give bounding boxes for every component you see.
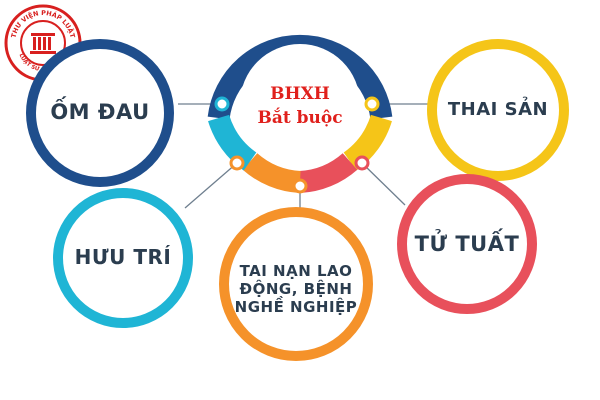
center-title-line2: Bắt buộc — [257, 108, 343, 128]
circle-tai-nan — [219, 207, 373, 361]
center-disc — [240, 44, 360, 164]
label-tai-nan-line3: NGHỀ NGHIỆP — [234, 298, 358, 316]
dot-tu-tuat — [354, 155, 370, 171]
ring-segment-teal — [208, 114, 257, 171]
center-title-line1: BHXH — [270, 84, 330, 104]
circle-thai-san — [427, 39, 569, 181]
dot-tai-nan — [292, 178, 308, 194]
connector-huu-tri — [184, 162, 238, 209]
label-huu-tri: HƯU TRÍ — [74, 245, 172, 269]
circle-huu-tri — [53, 188, 193, 328]
ring-segment-yellow — [343, 114, 392, 171]
dot-om-dau — [214, 96, 230, 112]
label-om-dau: ỐM ĐAU — [50, 100, 150, 124]
dot-thai-san — [364, 96, 380, 112]
dot-huu-tri — [229, 155, 245, 171]
circle-om-dau — [26, 39, 174, 187]
center-title: BHXH Bắt buộc — [245, 82, 355, 130]
ring-dots — [214, 96, 380, 194]
connector-tu-tuat — [361, 162, 406, 206]
ring-segment-red — [299, 153, 358, 193]
label-tu-tuat: TỬ TUẤT — [414, 232, 520, 256]
label-thai-san: THAI SẢN — [447, 99, 549, 120]
ring-segment-orange — [242, 153, 301, 193]
law-library-logo: THƯ VIỆN PHÁP LUẬT LUẬT SƯ - LUẬT GIA — [4, 4, 82, 82]
circle-tu-tuat — [397, 174, 537, 314]
label-tai-nan: TAI NẠN LAO ĐỘNG, BỆNH NGHỀ NGHIỆP — [226, 262, 366, 316]
label-tai-nan-line2: ĐỘNG, BỆNH — [239, 280, 353, 298]
label-tai-nan-line1: TAI NẠN LAO — [239, 262, 353, 280]
